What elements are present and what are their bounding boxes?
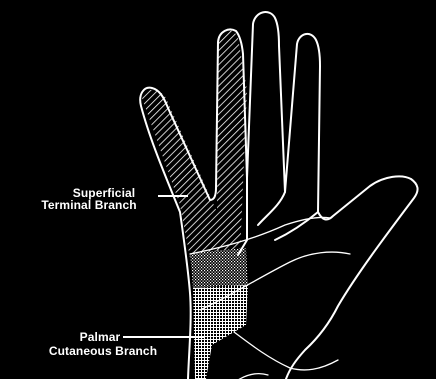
- superficial-terminal-branch-label-line2: Terminal Branch: [14, 199, 164, 211]
- palmar-cutaneous-branch-label-line1: Palmar: [60, 331, 140, 343]
- palmar-cutaneous-branch-label-line2: Cutaneous Branch: [18, 345, 188, 357]
- superficial-terminal-branch-region: [142, 30, 247, 258]
